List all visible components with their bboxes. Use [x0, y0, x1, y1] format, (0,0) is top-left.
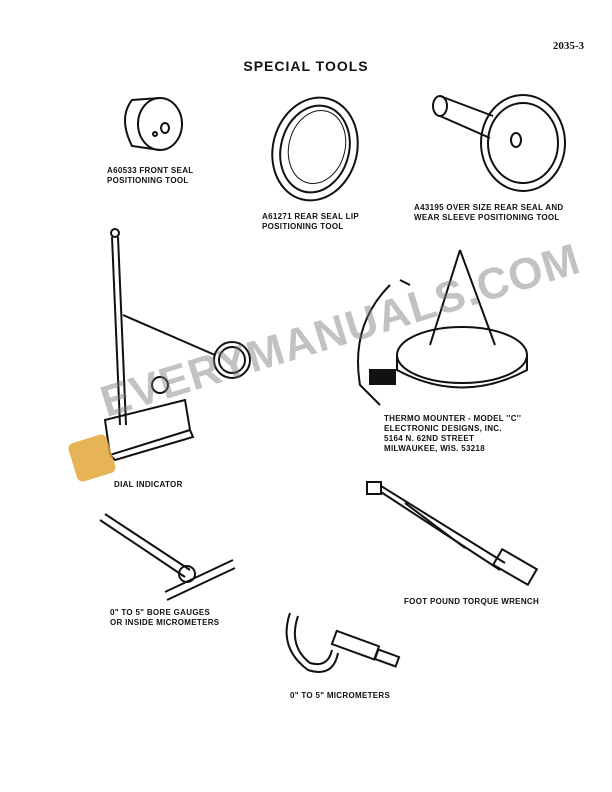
bore-gauge-illustration	[99, 513, 236, 601]
front-seal-tool-illustration	[124, 97, 183, 151]
torque-wrench-illustration	[366, 481, 539, 587]
rear-seal-lip-tool-label: A61271 REAR SEAL LIP POSITIONING TOOL	[262, 212, 359, 231]
torque-wrench-label: FOOT POUND TORQUE WRENCH	[404, 597, 540, 606]
oversize-rear-seal-tool-label: A43195 OVER SIZE REAR SEAL AND WEAR SLEE…	[414, 203, 564, 222]
front-seal-tool-label: A60533 FRONT SEAL POSITIONING TOOL	[107, 166, 194, 185]
page-number: 2035-3	[552, 40, 584, 52]
micrometer-label: 0" TO 5" MICROMETERS	[290, 691, 391, 700]
dial-indicator-label: DIAL INDICATOR	[114, 480, 183, 489]
oversize-rear-seal-tool-illustration	[432, 94, 566, 192]
page-title: SPECIAL TOOLS	[243, 58, 369, 74]
thermo-mounter-label: THERMO MOUNTER - MODEL ''C'' ELECTRONIC …	[384, 414, 522, 453]
thermo-mounter-illustration	[357, 249, 528, 406]
micrometer-illustration	[285, 612, 401, 673]
bore-gauge-label: 0" TO 5" BORE GAUGES OR INSIDE MICROMETE…	[110, 608, 220, 627]
rear-seal-lip-tool-illustration	[271, 96, 359, 202]
